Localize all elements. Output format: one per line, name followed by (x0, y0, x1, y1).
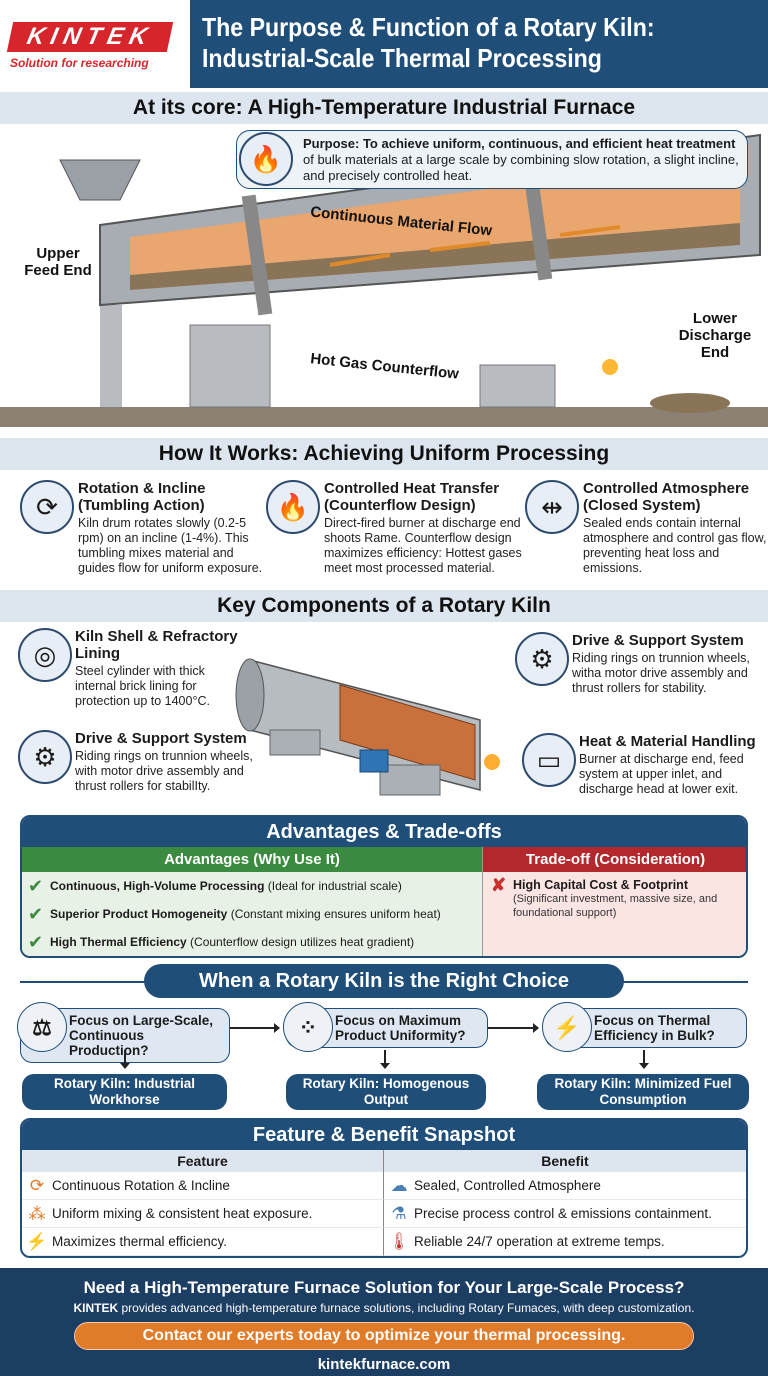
component-title: Drive & Support System (75, 730, 247, 747)
tradeoff-column-heading: Trade-off (Consideration) (483, 847, 746, 872)
label-upper-feed-end: Upper Feed End (24, 245, 92, 279)
flame-icon: 🔥 (266, 480, 320, 534)
tradeoff-column: Trade-off (Consideration) ✘ High Capital… (482, 847, 746, 956)
component-title: Drive & Support System (572, 632, 744, 649)
lightning-icon: ⚡ (26, 1232, 48, 1251)
particles-icon: ⁂ (28, 1204, 46, 1223)
footer-headline: Need a High-Temperature Furnace Solution… (83, 1278, 685, 1297)
website-link[interactable]: kintekfurnace.com (317, 1356, 451, 1373)
feed-hopper (59, 159, 141, 201)
flow-arrow (639, 1050, 649, 1069)
advantages-column: Advantages (Why Use It) ✔Continuous, Hig… (22, 847, 482, 956)
component-item: ⚙ Drive & Support System Riding rings on… (515, 632, 768, 696)
flow-arrow (380, 1050, 390, 1069)
discharge-pile (650, 393, 730, 413)
checkmark-icon: ✔ (28, 931, 44, 952)
ground (0, 407, 768, 427)
advantage-item: ✔Continuous, High-Volume Processing (Ide… (28, 875, 402, 896)
pier-left (189, 324, 271, 408)
table-row: ⚡Maximizes thermal efficiency. 🌡Reliable… (22, 1228, 746, 1256)
purpose-bold: Purpose: To achieve uniform, continuous,… (303, 136, 736, 151)
how-item-title: Rotation & Incline (Tumbling Action) (78, 480, 206, 514)
how-item-text: Direct-fired burner at discharge end sho… (324, 516, 522, 575)
table-row: ⁂Uniform mixing & consistent heat exposu… (22, 1200, 746, 1228)
rotate-arrows-icon: ⟳ (29, 1176, 45, 1195)
component-item: ▭ Heat & Material Handling Burner at dis… (522, 733, 768, 797)
material-bed (130, 223, 740, 290)
advantages-heading: Advantages & Trade-offs (22, 817, 746, 847)
advantage-item: ✔High Thermal Efficiency (Counterflow de… (28, 931, 415, 952)
pier-right (479, 364, 556, 408)
column-header-benefit: Benefit (541, 1153, 589, 1169)
component-title: Kiln Shell & Refractory Lining (75, 628, 238, 662)
footer-description: KINTEK provides advanced high-temperatur… (73, 1301, 695, 1315)
network-icon: ⁘ (283, 1002, 333, 1052)
snapshot-heading: Feature & Benefit Snapshot (22, 1120, 746, 1150)
how-item-title: Controlled Atmosphere (Closed System) (583, 480, 750, 514)
sealed-tube-icon: ⇹ (525, 480, 579, 534)
component-item: ◎ Kiln Shell & Refractory Lining Steel c… (18, 628, 238, 709)
flow-arrow (120, 1050, 130, 1069)
burner-icon: ▭ (522, 733, 576, 787)
component-text: Burner at discharge end, feed system at … (579, 752, 744, 796)
kiln-cutaway-illustration (235, 658, 500, 796)
component-title: Heat & Material Handling (579, 733, 756, 750)
thermometer-icon: 🌡 (388, 1232, 410, 1251)
snapshot-table: Feature & Benefit Snapshot Feature Benef… (20, 1118, 748, 1258)
section-heading-how: How It Works: Achieving Uniform Processi… (0, 438, 768, 470)
choice-question: ⁘Focus on Maximum Product Uniformity? (283, 1002, 488, 1052)
advantages-column-heading: Advantages (Why Use It) (22, 847, 482, 872)
energy-hand-icon: ⚡ (542, 1002, 592, 1052)
burner-flame (602, 359, 618, 375)
component-text: Steel cylinder with thick internal brick… (75, 664, 210, 708)
choice-result: Rotary Kiln: Homogenous Output (286, 1074, 486, 1110)
how-item-title: Controlled Heat Transfer (Counterflow De… (324, 480, 500, 514)
table-row: ⟳Continuous Rotation & Incline ☁Sealed, … (22, 1172, 746, 1200)
choice-question: ⚡Focus on Thermal Efficiency in Bulk? (542, 1002, 747, 1052)
contact-cta-button[interactable]: Contact our experts today to optimize yo… (74, 1322, 694, 1350)
x-mark-icon: ✘ (491, 875, 507, 895)
how-item: ⇹ Controlled Atmosphere (Closed System) … (525, 480, 768, 576)
component-text: Riding rings on trunnion wheels, with mo… (75, 749, 253, 793)
checkmark-icon: ✔ (28, 875, 44, 896)
how-item-text: Kiln drum rotates slowly (0.2-5 rpm) on … (78, 516, 263, 575)
component-text: Riding rings on trunnion wheels, witha m… (572, 651, 750, 695)
purpose-text: of bulk materials at a large scale by co… (303, 152, 739, 183)
flow-arrows (329, 225, 621, 267)
flask-icon: ⚗ (391, 1204, 407, 1223)
choice-result: Rotary Kiln: Industrial Workhorse (22, 1074, 227, 1110)
riding-ring (521, 159, 553, 281)
how-item: ⟳ Rotation & Incline (Tumbling Action) K… (20, 480, 270, 576)
component-item: ⚙ Drive & Support System Riding rings on… (18, 730, 268, 794)
cloud-icon: ☁ (390, 1176, 408, 1195)
tradeoff-item: ✘ High Capital Cost & Footprint (Signifi… (491, 875, 718, 919)
support-post (100, 305, 122, 407)
logo-tagline: Solution for researching (10, 56, 149, 70)
kiln-shell-icon: ◎ (18, 628, 72, 682)
gear-icon: ⚙ (18, 730, 72, 784)
flow-arrow (488, 1023, 539, 1033)
motor-icon: ⚙ (515, 632, 569, 686)
how-item: 🔥 Controlled Heat Transfer (Counterflow … (266, 480, 528, 576)
checkmark-icon: ✔ (28, 903, 44, 924)
page-title: The Purpose & Function of a Rotary Kiln:… (202, 12, 655, 73)
footer: Need a High-Temperature Furnace Solution… (0, 1268, 768, 1376)
flow-arrow (230, 1023, 280, 1033)
scales-icon: ⚖ (17, 1002, 67, 1052)
column-header-feature: Feature (22, 1150, 384, 1172)
logo-wordmark: KINTEK (6, 22, 174, 52)
purpose-callout: 🔥 Purpose: To achieve uniform, continuou… (236, 130, 748, 189)
label-lower-discharge-end: Lower Discharge End (678, 310, 752, 361)
advantage-item: ✔Superior Product Homogeneity (Constant … (28, 903, 441, 924)
section-heading-components: Key Components of a Rotary Kiln (0, 590, 768, 622)
riding-ring (241, 194, 273, 316)
logo: KINTEK Solution for researching (0, 0, 190, 88)
choice-heading: When a Rotary Kiln is the Right Choice (144, 964, 624, 998)
how-item-text: Sealed ends contain internal atmosphere … (583, 516, 767, 575)
section-heading-core: At its core: A High-Temperature Industri… (0, 92, 768, 124)
choice-result: Rotary Kiln: Minimized Fuel Consumption (537, 1074, 749, 1110)
flame-gear-icon: 🔥 (239, 132, 293, 186)
advantages-tradeoffs-panel: Advantages & Trade-offs Advantages (Why … (20, 815, 748, 958)
rotation-icon: ⟳ (20, 480, 74, 534)
